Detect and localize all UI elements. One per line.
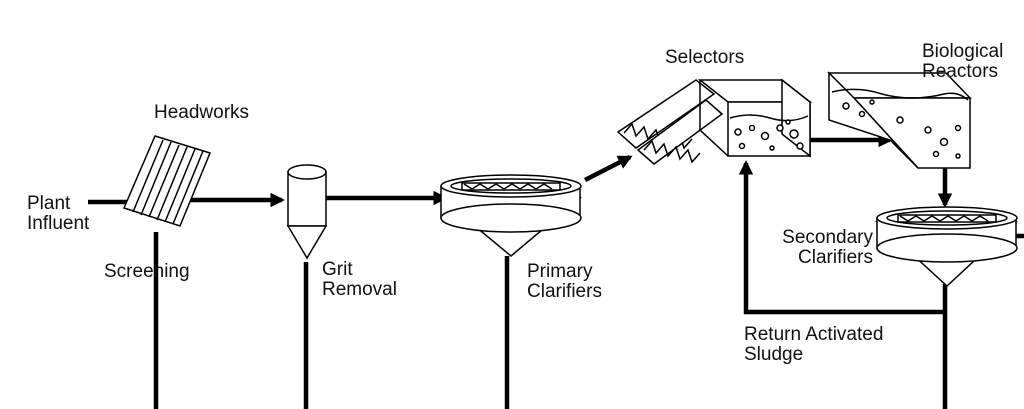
- grit-removal-line-2: Removal: [322, 279, 397, 300]
- primary-clarifiers-label: Primary Clarifiers: [527, 262, 602, 302]
- headworks-label: Headworks: [154, 102, 250, 123]
- primary-to-selectors-arrow: [583, 154, 633, 183]
- bar-screen-icon: [122, 135, 212, 227]
- selectors-icon: [616, 78, 813, 165]
- return-sludge-line: [738, 160, 945, 315]
- screening-label: Screening: [104, 261, 190, 282]
- biological-reactors-icon: [827, 71, 972, 169]
- return-activated-sludge-line-2: Sludge: [744, 344, 804, 365]
- plant-influent-label: Plant Influent: [27, 194, 89, 234]
- secondary-clarifiers-line-1: Secondary: [782, 227, 873, 248]
- grit-removal-line-1: Grit: [322, 259, 353, 280]
- selectors-label: Selectors: [665, 47, 745, 68]
- return-activated-sludge-label: Return Activated Sludge: [744, 325, 883, 365]
- return-activated-sludge-line-1: Return Activated: [744, 324, 884, 345]
- grit-removal-label: Grit Removal: [322, 260, 397, 300]
- secondary-clarifiers-line-2: Clarifiers: [798, 247, 873, 268]
- plant-influent-line-1: Plant: [27, 193, 71, 214]
- secondary-clarifiers-label: Secondary Clarifiers: [760, 228, 873, 268]
- biological-reactors-label: Biological Reactors: [922, 42, 1003, 82]
- flow-arrows: [88, 132, 1024, 315]
- sludge-lines: [153, 232, 948, 409]
- primary-clarifiers-line-2: Clarifiers: [527, 281, 602, 302]
- biological-reactors-line-2: Reactors: [922, 61, 999, 82]
- secondary-clarifier-icon: [875, 206, 1018, 288]
- primary-clarifiers-line-1: Primary: [527, 261, 593, 282]
- grit-chamber-icon: [286, 164, 328, 260]
- primary-clarifier-icon: [438, 174, 583, 257]
- plant-influent-line-2: Influent: [27, 213, 90, 234]
- biological-reactors-line-1: Biological: [922, 41, 1004, 62]
